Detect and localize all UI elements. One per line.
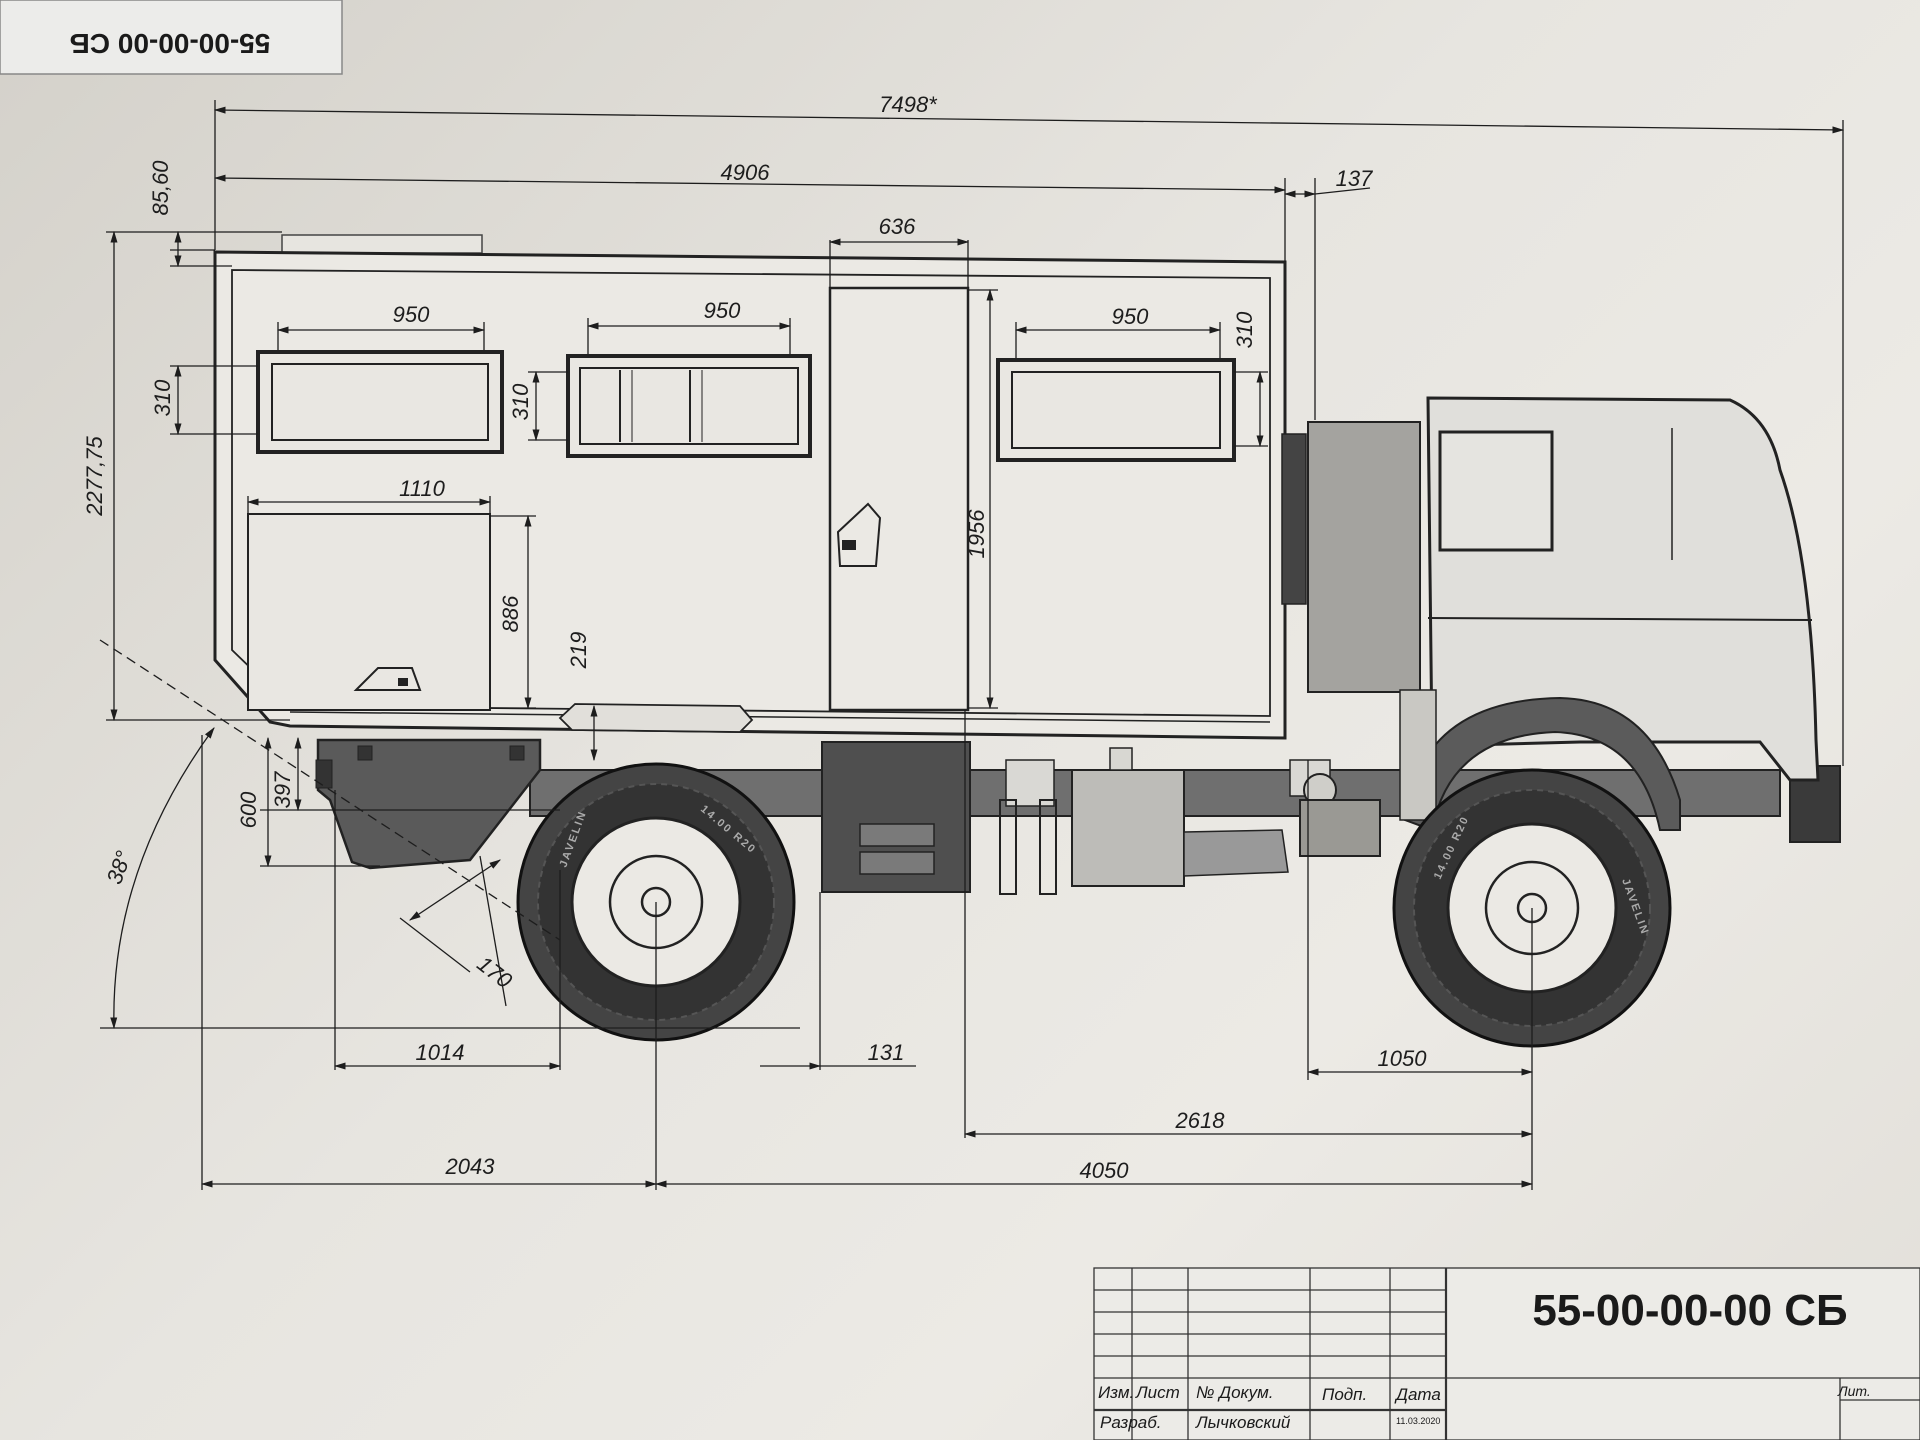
- title-block-text: 55-00-00-00 СБ Изм. Лист № Докум. Подп. …: [1098, 1286, 1871, 1432]
- tb-col-izm: Изм.: [1098, 1383, 1134, 1402]
- drawing-number: 55-00-00-00 СБ: [1532, 1286, 1847, 1335]
- dim-chamfer: 170: [472, 951, 517, 994]
- dim-overall-height: 2277,75: [82, 435, 107, 516]
- dim-departure-angle: 38°: [102, 847, 137, 887]
- tb-date: 11.03.2020: [1396, 1416, 1440, 1426]
- corner-stamp: 55-00-00-00 СБ: [0, 0, 343, 75]
- dim-frame-397: 397: [270, 771, 295, 808]
- tb-col-date: Дата: [1394, 1385, 1441, 1404]
- dim-cab-gap: 137: [1336, 166, 1373, 191]
- dim-window-2-width: 950: [704, 298, 741, 323]
- dim-rear-box: 1014: [416, 1040, 465, 1065]
- cab: [1281, 396, 1820, 832]
- dimension-lines: [99, 100, 1845, 1190]
- dim-roof-offset: 85,60: [148, 160, 173, 216]
- title-block: [1093, 1267, 1920, 1440]
- dim-wheelbase: 4050: [1080, 1158, 1130, 1183]
- storage-hatch: [247, 513, 491, 711]
- dim-front-axle-offset: 1050: [1378, 1046, 1428, 1071]
- dim-window-3-height: 310: [1232, 311, 1257, 348]
- dim-door-to-front-axle: 2618: [1175, 1108, 1226, 1133]
- dim-frame-600: 600: [236, 791, 261, 828]
- dim-door-width: 636: [879, 214, 916, 239]
- dim-hatch-height: 886: [498, 595, 523, 632]
- tb-col-sign: Подп.: [1322, 1385, 1367, 1404]
- tb-col-doc: № Докум.: [1196, 1383, 1273, 1402]
- side-door: [828, 286, 970, 712]
- tb-col-list: Лист: [1135, 1383, 1180, 1402]
- dim-window-3-width: 950: [1112, 304, 1149, 329]
- dim-rear-overhang: 2043: [445, 1154, 496, 1179]
- tb-role: Разраб.: [1100, 1413, 1162, 1432]
- dim-sill-height: 219: [566, 632, 591, 670]
- dim-door-height: 1956: [964, 509, 989, 559]
- dim-window-1-width: 950: [393, 302, 430, 327]
- dim-window-2-height: 310: [508, 383, 533, 420]
- dim-hatch-width: 1110: [399, 476, 445, 501]
- window-2: [566, 354, 812, 458]
- dim-overall-length: 7498*: [879, 92, 938, 117]
- window-1: [256, 350, 504, 454]
- tb-lit: Лит.: [1837, 1383, 1871, 1399]
- tb-name: Лычковский: [1195, 1413, 1291, 1432]
- window-3: [996, 358, 1236, 462]
- dim-body-length: 4906: [721, 160, 771, 185]
- dim-step-gap: 131: [868, 1040, 905, 1065]
- corner-stamp-text: 55-00-00-00 СБ: [70, 28, 271, 59]
- dim-window-1-height: 310: [150, 379, 175, 416]
